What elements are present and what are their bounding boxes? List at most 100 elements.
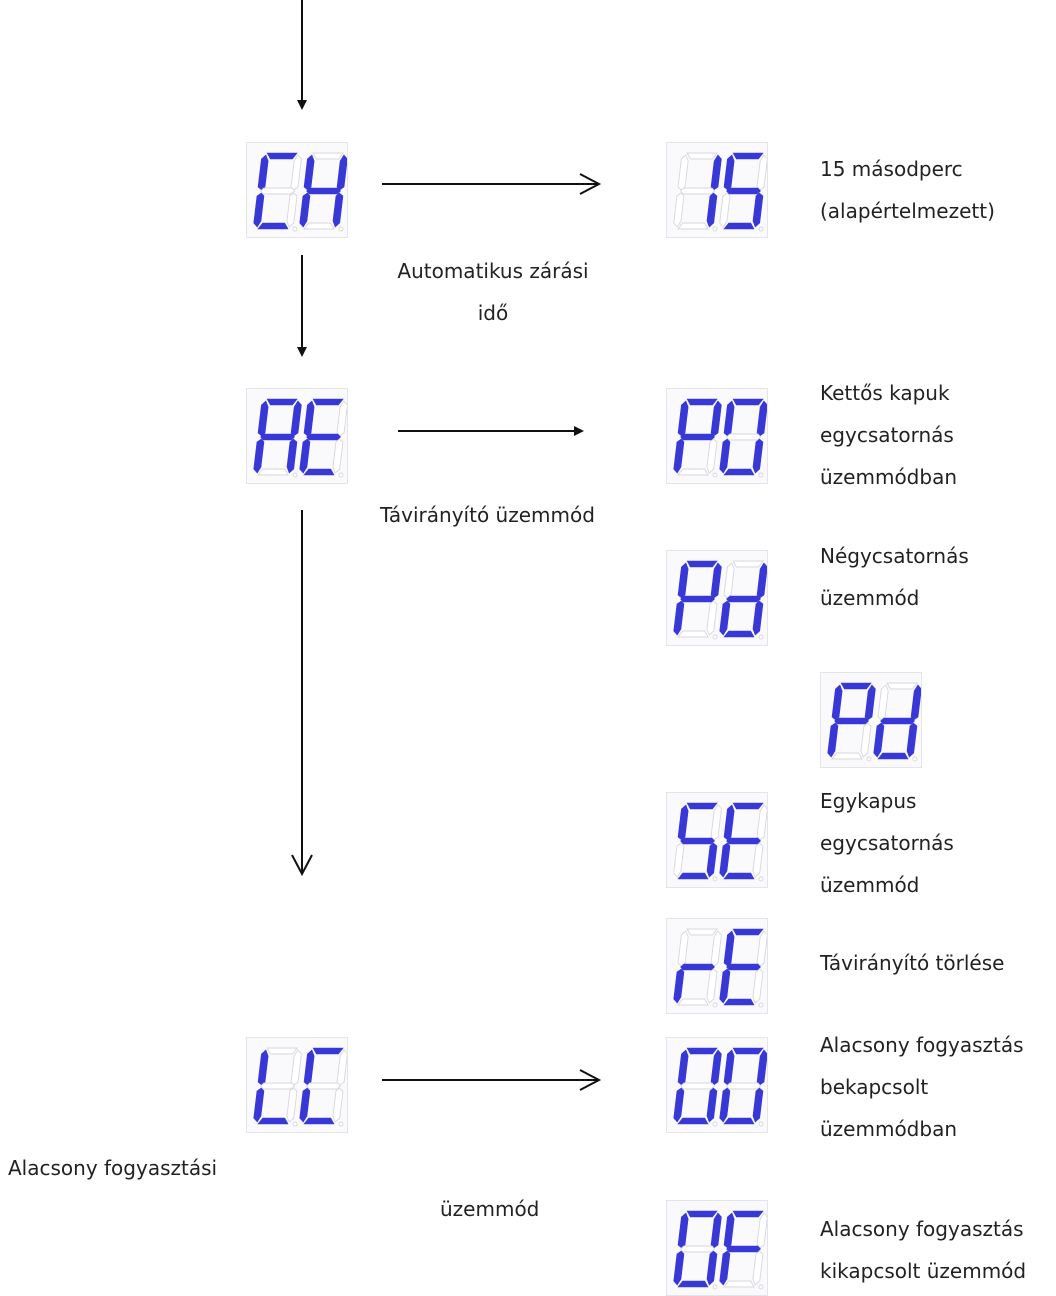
- segment-e: [673, 1087, 685, 1123]
- display-option-15: [666, 142, 768, 238]
- description-00-line-1: Alacsony fogyasztás: [820, 1033, 1024, 1057]
- segment-g: [680, 837, 715, 845]
- segment-c: [752, 1087, 764, 1123]
- segment-e: [673, 600, 685, 636]
- segment-g: [679, 1082, 716, 1090]
- segment-d: [723, 468, 755, 476]
- segment-a: [732, 152, 764, 160]
- segment-a: [266, 152, 298, 160]
- segment-g: [260, 433, 295, 441]
- segment-a: [686, 802, 718, 810]
- description-pd: Négycsatornás üzemmód: [820, 535, 969, 619]
- segment-g: [259, 187, 296, 195]
- segment-f: [723, 804, 735, 841]
- decimal-point-1: [292, 1121, 298, 1127]
- segment-a: [732, 1210, 764, 1218]
- segment-b: [710, 1049, 722, 1086]
- decimal-point-2: [758, 472, 764, 478]
- description-se-line-1: Egykapus: [820, 789, 917, 813]
- segment-c: [286, 1087, 298, 1123]
- segment-d: [723, 1117, 755, 1125]
- segment-c: [286, 438, 298, 474]
- decimal-point-1: [712, 876, 718, 882]
- segment-b: [710, 400, 722, 437]
- caption-lc-line-2: üzemmód: [440, 1197, 540, 1221]
- segment-f: [677, 930, 689, 967]
- segment-a: [686, 398, 718, 406]
- segment-d: [677, 630, 709, 638]
- seven-segment-svg: [827, 682, 921, 762]
- arrow-ch-to-option-head: [579, 173, 602, 195]
- caption-ae: Távirányító üzemmód: [380, 494, 595, 536]
- description-15-line-1: 15 másodperc: [820, 157, 963, 181]
- description-0f-line-2: kikapcsolt üzemmód: [820, 1259, 1027, 1283]
- segment-e: [299, 438, 311, 474]
- segment-d: [303, 468, 335, 476]
- display-ch: [246, 142, 348, 238]
- segment-c: [752, 600, 764, 636]
- segment-a: [686, 560, 718, 568]
- segment-g: [679, 187, 716, 195]
- decimal-point-1: [866, 756, 872, 762]
- segment-d: [677, 998, 709, 1006]
- seven-segment-svg: [673, 1210, 767, 1290]
- display-option-0f: [666, 1200, 768, 1296]
- description-se: Egykapus egycsatornás üzemmód: [820, 780, 954, 906]
- segment-f: [677, 562, 689, 599]
- decimal-point-2: [338, 226, 344, 232]
- segment-b: [710, 562, 722, 599]
- segment-g: [306, 433, 341, 441]
- segment-e: [719, 1250, 731, 1286]
- segment-f: [677, 1212, 689, 1249]
- segment-e: [827, 722, 839, 758]
- decimal-point-1: [712, 634, 718, 640]
- segment-b: [756, 1212, 767, 1249]
- segment-b: [864, 684, 876, 721]
- decimal-point-1: [712, 226, 718, 232]
- segment-g: [726, 595, 761, 603]
- decimal-point-1: [292, 472, 298, 478]
- segment-e: [719, 842, 731, 878]
- segment-d: [677, 1280, 709, 1288]
- digit-1: [673, 1047, 722, 1125]
- segment-d: [257, 222, 289, 230]
- segment-b: [710, 930, 722, 967]
- digit-1: [827, 682, 876, 760]
- segment-e: [299, 1087, 311, 1123]
- segment-b: [910, 684, 921, 721]
- digit-2: [719, 802, 767, 880]
- segment-g: [259, 1082, 296, 1090]
- description-p0-line-2: egycsatornás: [820, 423, 954, 447]
- segment-d: [831, 752, 863, 760]
- decimal-point-1: [712, 1002, 718, 1008]
- seven-segment-svg: [253, 398, 347, 478]
- segment-f: [303, 154, 315, 191]
- description-se-line-3: üzemmód: [820, 873, 920, 897]
- segment-b: [290, 400, 302, 437]
- digit-1: [673, 1210, 722, 1288]
- segment-d: [257, 468, 289, 476]
- segment-g: [726, 837, 761, 845]
- segment-g: [680, 433, 715, 441]
- segment-d: [677, 872, 709, 880]
- decimal-point-2: [912, 756, 918, 762]
- segment-f: [303, 1049, 315, 1086]
- segment-a: [732, 398, 764, 406]
- segment-b: [290, 1049, 302, 1086]
- segment-d: [257, 1117, 289, 1125]
- seven-segment-svg: [673, 398, 767, 478]
- segment-f: [723, 562, 735, 599]
- description-pd-line-1: Négycsatornás: [820, 544, 969, 568]
- segment-e: [673, 192, 685, 228]
- decimal-point-1: [712, 1284, 718, 1290]
- segment-g: [306, 187, 341, 195]
- segment-c: [706, 842, 718, 878]
- segment-f: [677, 804, 689, 841]
- segment-a: [312, 1047, 344, 1055]
- description-00-line-3: üzemmódban: [820, 1117, 958, 1141]
- segment-d: [723, 998, 755, 1006]
- segment-g: [880, 717, 915, 725]
- segment-g: [834, 717, 869, 725]
- digit-1: [253, 398, 302, 476]
- segment-a: [266, 1047, 299, 1055]
